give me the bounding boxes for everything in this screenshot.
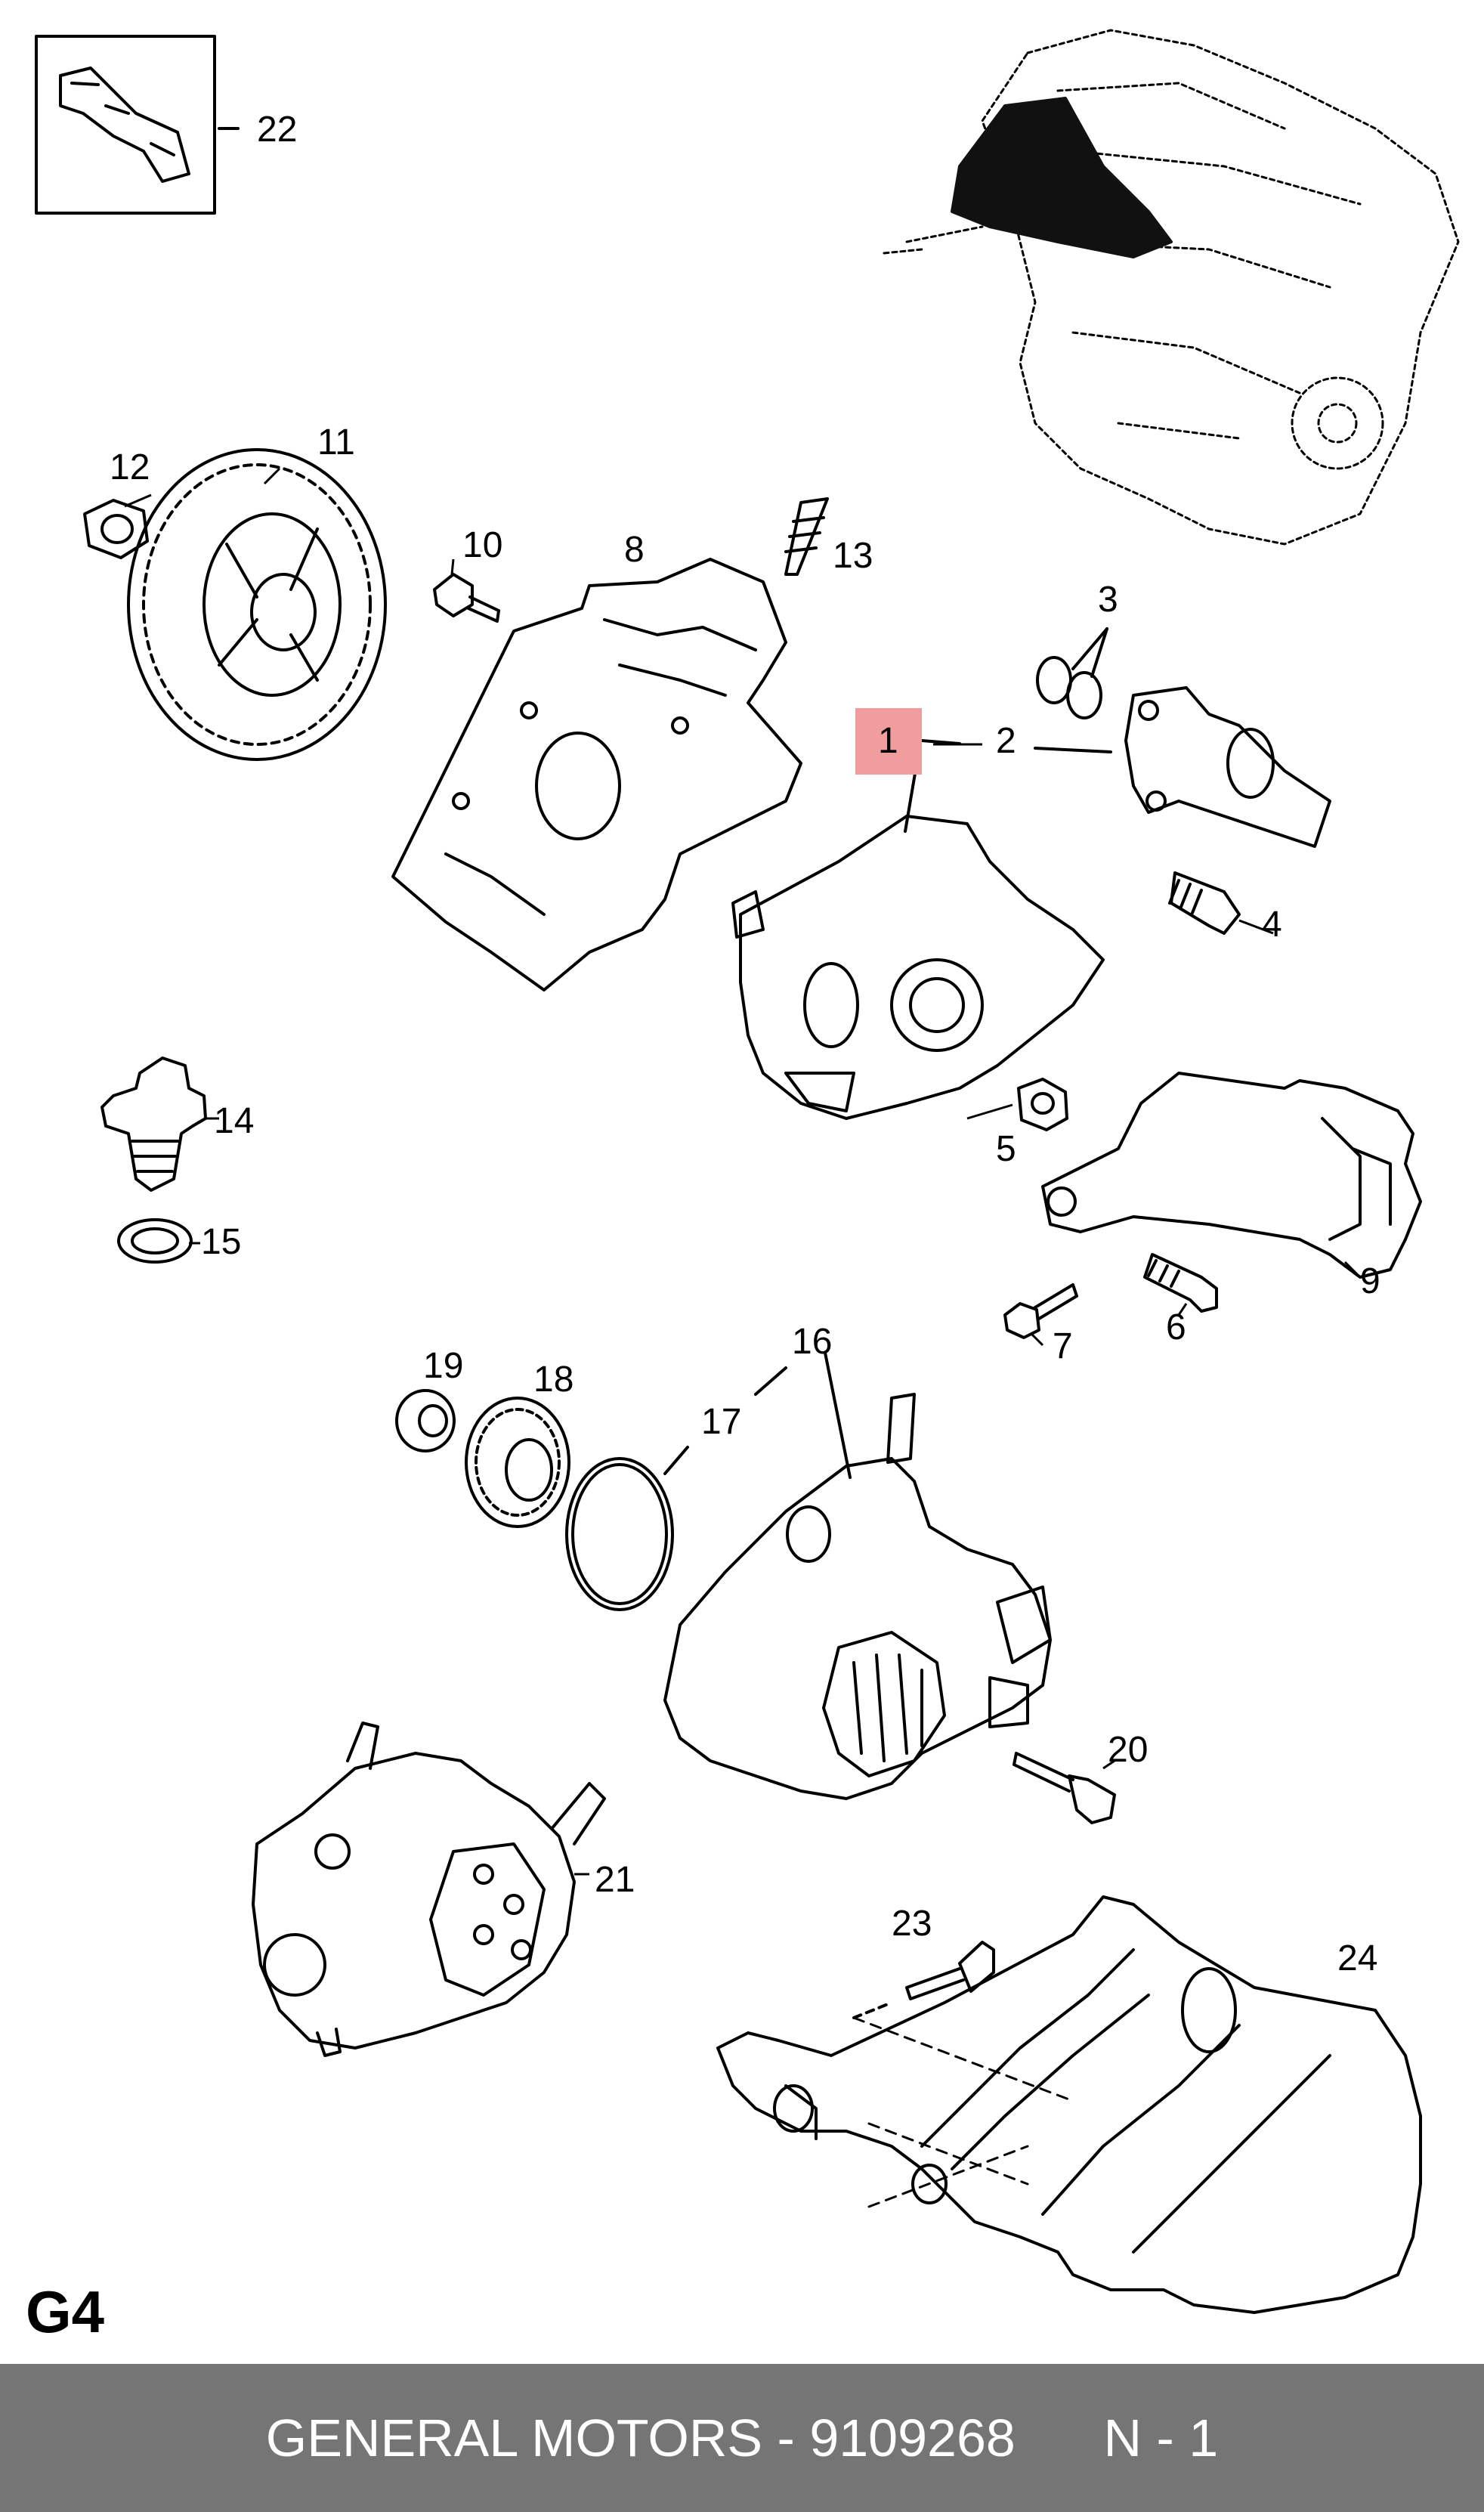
footer-caption: GENERAL MOTORS - 9109268 N - 1 — [0, 2364, 1484, 2512]
o-ring-17 — [565, 1366, 787, 1611]
nut-5 — [1017, 1078, 1068, 1131]
callout-12: 12 — [110, 447, 150, 487]
engine-block-illustration — [883, 29, 1460, 546]
callout-21: 21 — [595, 1860, 635, 1900]
callout-13: 13 — [833, 536, 873, 576]
bolt-6 — [1143, 1253, 1218, 1313]
support-bracket-9 — [1041, 1072, 1422, 1279]
callout-3: 3 — [1098, 580, 1118, 620]
pressure-valve-2 — [1034, 686, 1331, 848]
callout-8: 8 — [624, 530, 645, 570]
callout-4: 4 — [1262, 905, 1282, 945]
footer-bar: GENERAL MOTORS - 9109268 N - 1 — [0, 2364, 1484, 2512]
callout-1: 1 — [878, 721, 898, 761]
callout-9: 9 — [1360, 1261, 1380, 1301]
bolt-10 — [433, 573, 500, 623]
stud-13 — [784, 497, 829, 576]
callout-6: 6 — [1166, 1307, 1186, 1347]
callout-14: 14 — [214, 1101, 255, 1141]
fuel-pump-21 — [252, 1722, 606, 2057]
mounting-bracket-24 — [716, 1895, 1422, 2314]
section-code-label: G4 — [26, 2278, 105, 2345]
callout-23: 23 — [892, 1904, 932, 1944]
callout-19: 19 — [423, 1346, 464, 1386]
o-rings-3 — [1036, 627, 1108, 719]
mounting-plate-8 — [391, 558, 802, 991]
callout-18: 18 — [533, 1360, 574, 1400]
bolt-23 — [852, 1941, 995, 2019]
callout-16: 16 — [792, 1322, 833, 1362]
nut-12 — [83, 499, 149, 559]
footer-quantity: N - 1 — [1103, 2408, 1219, 2467]
bolt-20 — [1013, 1752, 1116, 1824]
callout-20: 20 — [1108, 1730, 1149, 1770]
engine-highlight-region — [951, 97, 1173, 258]
callout-2: 2 — [996, 721, 1016, 761]
bolt-4 — [1168, 871, 1241, 935]
footer-separator: - — [777, 2408, 795, 2467]
callout-17: 17 — [701, 1402, 742, 1442]
nut-19 — [395, 1389, 456, 1452]
sprocket-gear-11 — [127, 448, 387, 761]
callout-5: 5 — [996, 1129, 1016, 1169]
sensor-14 — [100, 1056, 207, 1192]
highlight-box-1 — [855, 708, 922, 775]
callout-22: 22 — [257, 110, 298, 150]
washer-15 — [117, 1218, 193, 1264]
bracket-22-illustration — [35, 35, 240, 215]
fuel-pump-16 — [663, 1351, 1052, 1800]
callout-24: 24 — [1337, 1938, 1378, 1978]
drive-gear-18 — [465, 1397, 570, 1528]
callout-7: 7 — [1053, 1326, 1073, 1366]
callout-10: 10 — [462, 525, 503, 565]
callout-15: 15 — [201, 1222, 242, 1262]
footer-brand: GENERAL MOTORS — [265, 2408, 763, 2467]
callout-11: 11 — [317, 422, 355, 462]
footer-part-number: 9109268 — [809, 2408, 1016, 2467]
bolt-7 — [1003, 1283, 1078, 1339]
